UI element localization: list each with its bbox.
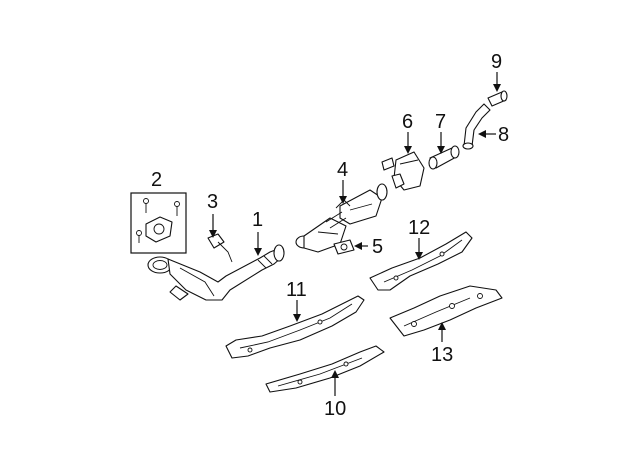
callout-9: 9 [491, 51, 502, 73]
callout-4: 4 [337, 159, 348, 181]
part-13-heat-shield [389, 285, 503, 337]
callout-7: 7 [435, 111, 446, 133]
part-8-tailpipe [462, 103, 491, 150]
callout-13: 13 [431, 344, 453, 366]
part-10-heat-shield [265, 345, 385, 393]
part-7-pipe [428, 145, 460, 170]
part-5-hanger [333, 239, 355, 255]
callout-11: 11 [286, 279, 307, 301]
part-3-oxygen-sensor [207, 233, 233, 263]
callout-2: 2 [151, 169, 162, 191]
callout-10: 10 [324, 398, 346, 420]
callout-1: 1 [252, 209, 263, 231]
part-2-gasket-kit [130, 192, 187, 254]
part-6-converter [381, 151, 425, 191]
callout-3: 3 [207, 191, 218, 213]
part-9-tailpipe-tip [487, 90, 508, 107]
part-12-heat-shield [369, 231, 473, 291]
leader-lines [209, 72, 501, 396]
callout-6: 6 [402, 111, 413, 133]
part-1-front-pipe [147, 244, 285, 301]
callout-8: 8 [498, 124, 509, 146]
part-11-heat-shield [225, 295, 365, 359]
callout-12: 12 [408, 217, 430, 239]
callout-labels: 1 2 3 4 5 6 7 8 9 10 11 12 13 [151, 51, 509, 420]
callout-5: 5 [372, 236, 383, 258]
